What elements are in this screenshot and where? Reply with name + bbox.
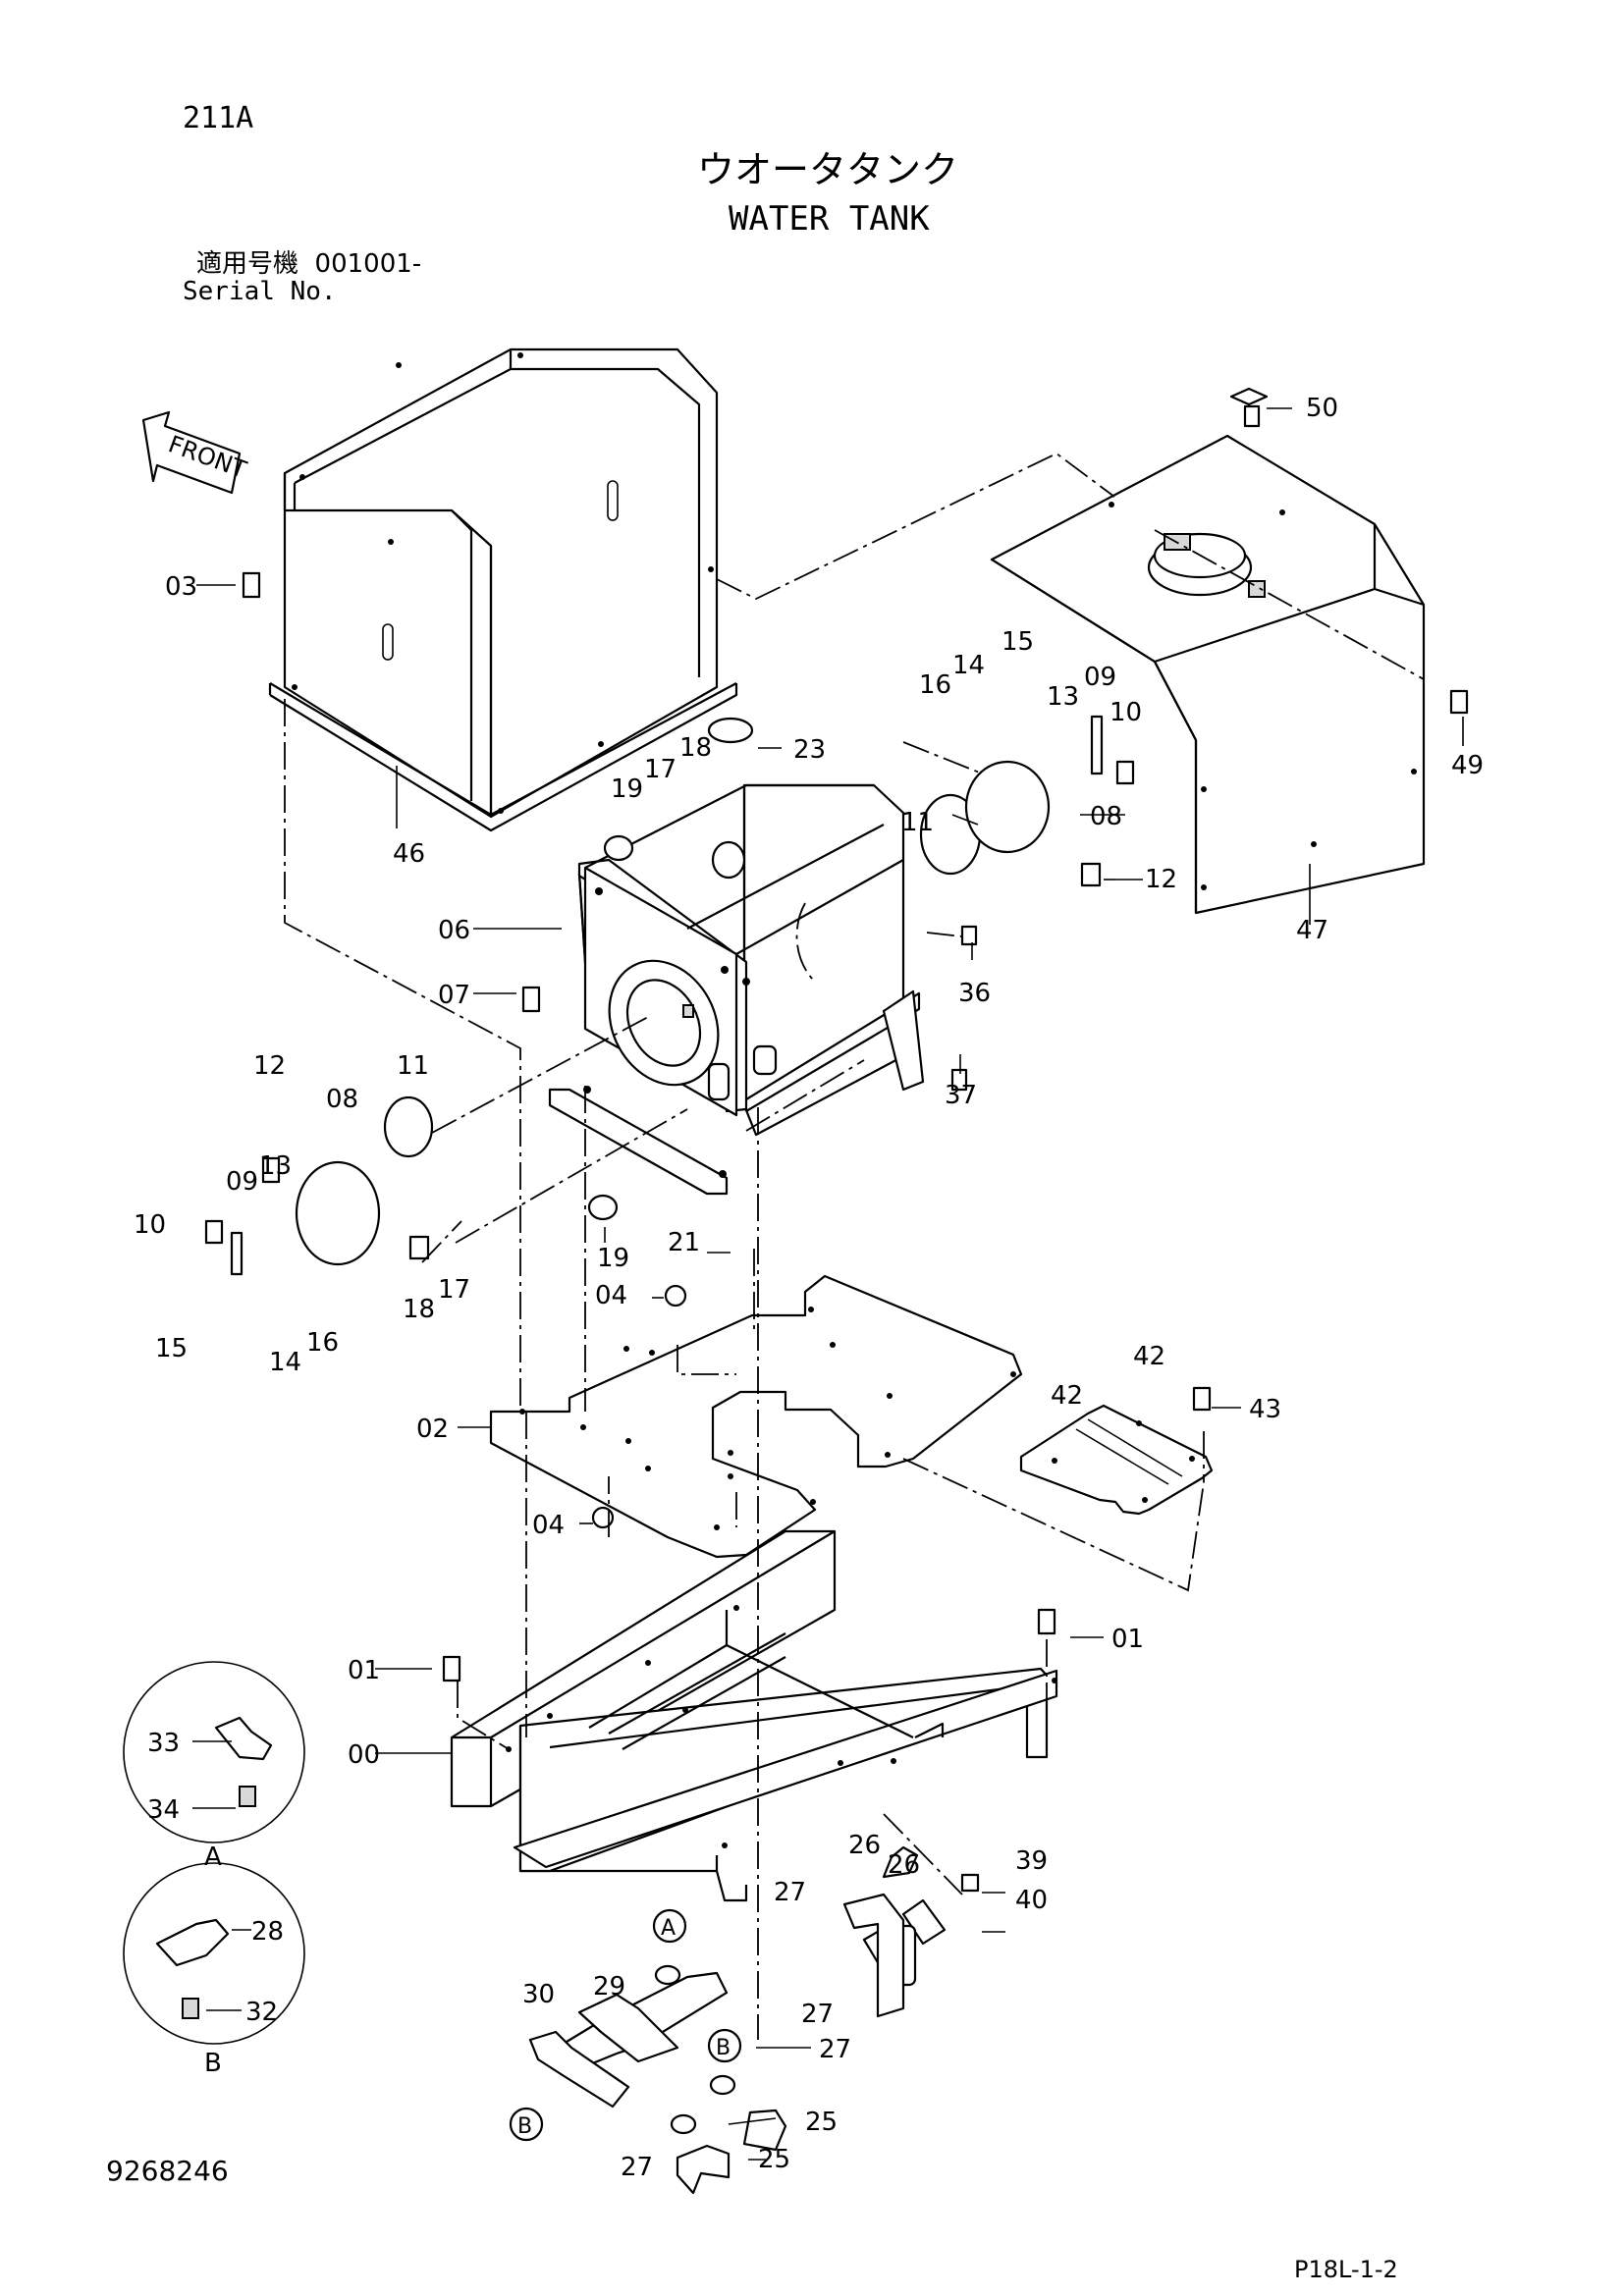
label-p32: 32 [245, 1998, 278, 2027]
label-p10a: 10 [1110, 698, 1142, 727]
label-p23: 23 [793, 735, 826, 765]
label-p25b: 25 [758, 2145, 790, 2174]
label-p27c: 27 [819, 2035, 851, 2064]
label-p13a: 13 [1047, 682, 1079, 712]
upper-cover-46 [268, 347, 738, 832]
label-p12a: 12 [1145, 865, 1177, 894]
hose-assembly [528, 1845, 947, 2195]
serial-label: 適用号機 001001- [196, 251, 421, 277]
label-p09b: 09 [226, 1167, 258, 1197]
detail-a-label: A [204, 1842, 222, 1872]
serial-label-en: Serial No. [183, 277, 337, 306]
leader-lines [192, 407, 1464, 2161]
label-p08b: 08 [326, 1085, 358, 1114]
label-p02: 02 [416, 1415, 449, 1444]
label-p27b: 27 [801, 2000, 834, 2029]
label-p40: 40 [1015, 1886, 1048, 1915]
label-p29: 29 [593, 1972, 625, 2002]
detail-a: A [123, 1661, 305, 1872]
label-p34: 34 [147, 1795, 180, 1825]
part-number-labels: 50 03 46 47 49 23 15 14 16 13 09 10 08 1… [134, 394, 1484, 2182]
label-p37: 37 [945, 1081, 977, 1110]
label-p18b: 18 [403, 1295, 435, 1324]
document-number: 9268246 [106, 2155, 229, 2187]
label-p14b: 14 [269, 1348, 301, 1377]
label-p13b: 13 [259, 1151, 292, 1181]
alignment-lines [284, 452, 1425, 2040]
label-p30: 30 [522, 1980, 555, 2009]
label-p01b: 01 [348, 1656, 380, 1685]
label-p26a: 26 [848, 1831, 881, 1860]
label-p42b: 42 [1051, 1381, 1083, 1411]
label-p17a: 17 [644, 755, 677, 784]
label-p16a: 16 [919, 670, 951, 700]
detail-b: B [123, 1862, 305, 2078]
label-p00: 00 [348, 1740, 380, 1770]
label-p07: 07 [438, 981, 470, 1010]
label-p11a: 11 [901, 808, 934, 837]
callout-b1-label: B [716, 2036, 731, 2060]
label-p03: 03 [165, 572, 197, 602]
base-frame-00 [450, 1529, 1058, 1902]
label-p01a: 01 [1111, 1625, 1144, 1654]
label-p25a: 25 [805, 2108, 838, 2137]
label-p19a: 19 [611, 774, 643, 804]
label-p10b: 10 [134, 1210, 166, 1240]
small-parts [204, 387, 1469, 1893]
label-p47: 47 [1296, 916, 1328, 945]
label-p42a: 42 [1133, 1342, 1165, 1371]
lower-plate-02 [489, 1274, 1023, 1559]
page-reference: P18L-1-2 [1294, 2256, 1398, 2283]
page-code: 211A [183, 101, 254, 135]
front-arrow: FRONT [141, 410, 250, 495]
label-p04a: 04 [595, 1281, 627, 1310]
callout-b2-label: B [517, 2114, 532, 2139]
serial-value: 001001- [314, 249, 422, 279]
label-p08a: 08 [1090, 802, 1122, 831]
label-p17b: 17 [438, 1275, 470, 1305]
label-p46: 46 [393, 839, 425, 869]
water-tank-06 [548, 783, 925, 1196]
label-p26b: 26 [888, 1850, 920, 1880]
title-english: WATER TANK [729, 199, 930, 239]
detail-b-label: B [204, 2049, 222, 2078]
callout-a-label: A [661, 1916, 676, 1941]
hose-callouts: A B B [509, 1908, 742, 2142]
label-p19b: 19 [597, 1244, 629, 1273]
label-p39: 39 [1015, 1846, 1048, 1876]
label-p12b: 12 [253, 1051, 286, 1081]
label-p27a: 27 [774, 1878, 806, 1907]
label-p49: 49 [1451, 751, 1484, 780]
label-p15b: 15 [155, 1334, 188, 1363]
label-p09a: 09 [1084, 663, 1116, 692]
serial-label-jp: 適用号機 [196, 249, 299, 279]
label-p21: 21 [668, 1228, 700, 1257]
label-p16b: 16 [306, 1328, 339, 1358]
title-japanese: ウオータタンク [697, 148, 959, 191]
rear-cover-47 [990, 434, 1426, 915]
label-p06: 06 [438, 916, 470, 945]
label-p15a: 15 [1001, 627, 1034, 657]
label-p14a: 14 [952, 651, 985, 680]
label-p28: 28 [251, 1917, 284, 1947]
label-p43: 43 [1249, 1395, 1281, 1424]
label-p50: 50 [1306, 394, 1338, 423]
label-p36: 36 [958, 979, 991, 1008]
small-plate-42 [1019, 1404, 1214, 1516]
label-p04b: 04 [532, 1511, 565, 1540]
label-p27d: 27 [621, 2153, 653, 2182]
label-p33: 33 [147, 1729, 180, 1758]
label-p18a: 18 [679, 733, 712, 763]
label-p11b: 11 [397, 1051, 429, 1081]
